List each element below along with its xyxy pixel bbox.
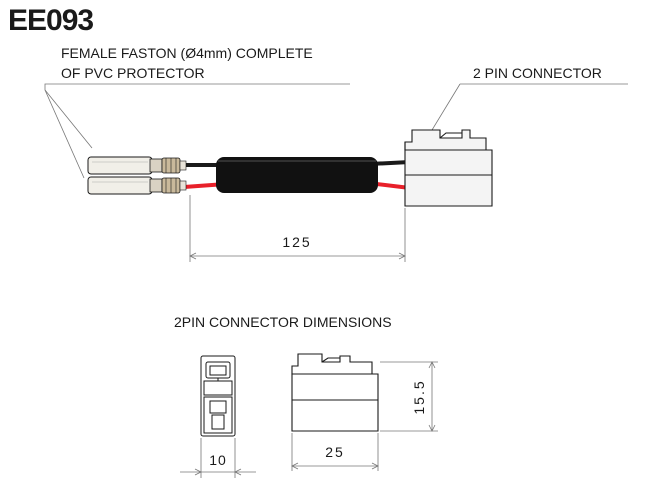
faston-label-line2: OF PVC PROTECTOR xyxy=(61,65,205,81)
dimension-front-width xyxy=(180,438,256,478)
connector-label: 2 PIN CONNECTOR xyxy=(473,65,602,81)
part-number-title: EE093 xyxy=(8,4,93,37)
faston-terminal-bottom xyxy=(87,176,187,195)
faston-terminal-top xyxy=(87,156,187,175)
dimension-side-height xyxy=(380,361,438,432)
side-height-value: 15.5 xyxy=(411,379,427,414)
front-width-value: 10 xyxy=(209,452,227,468)
connector-side-view xyxy=(291,353,379,432)
dimensions-heading: 2PIN CONNECTOR DIMENSIONS xyxy=(174,314,392,330)
dimension-125 xyxy=(189,195,406,262)
connector-front-view xyxy=(200,355,236,437)
two-pin-connector xyxy=(404,129,493,207)
cable-sleeve xyxy=(216,157,378,193)
faston-leader-lines xyxy=(44,83,93,179)
dimension-side-width xyxy=(291,433,379,471)
side-width-value: 25 xyxy=(325,444,345,460)
faston-label-line1: FEMALE FASTON (Ø4mm) COMPLETE xyxy=(61,45,313,61)
connector-leader-line xyxy=(431,83,461,131)
cable-length-value: 125 xyxy=(282,234,311,250)
